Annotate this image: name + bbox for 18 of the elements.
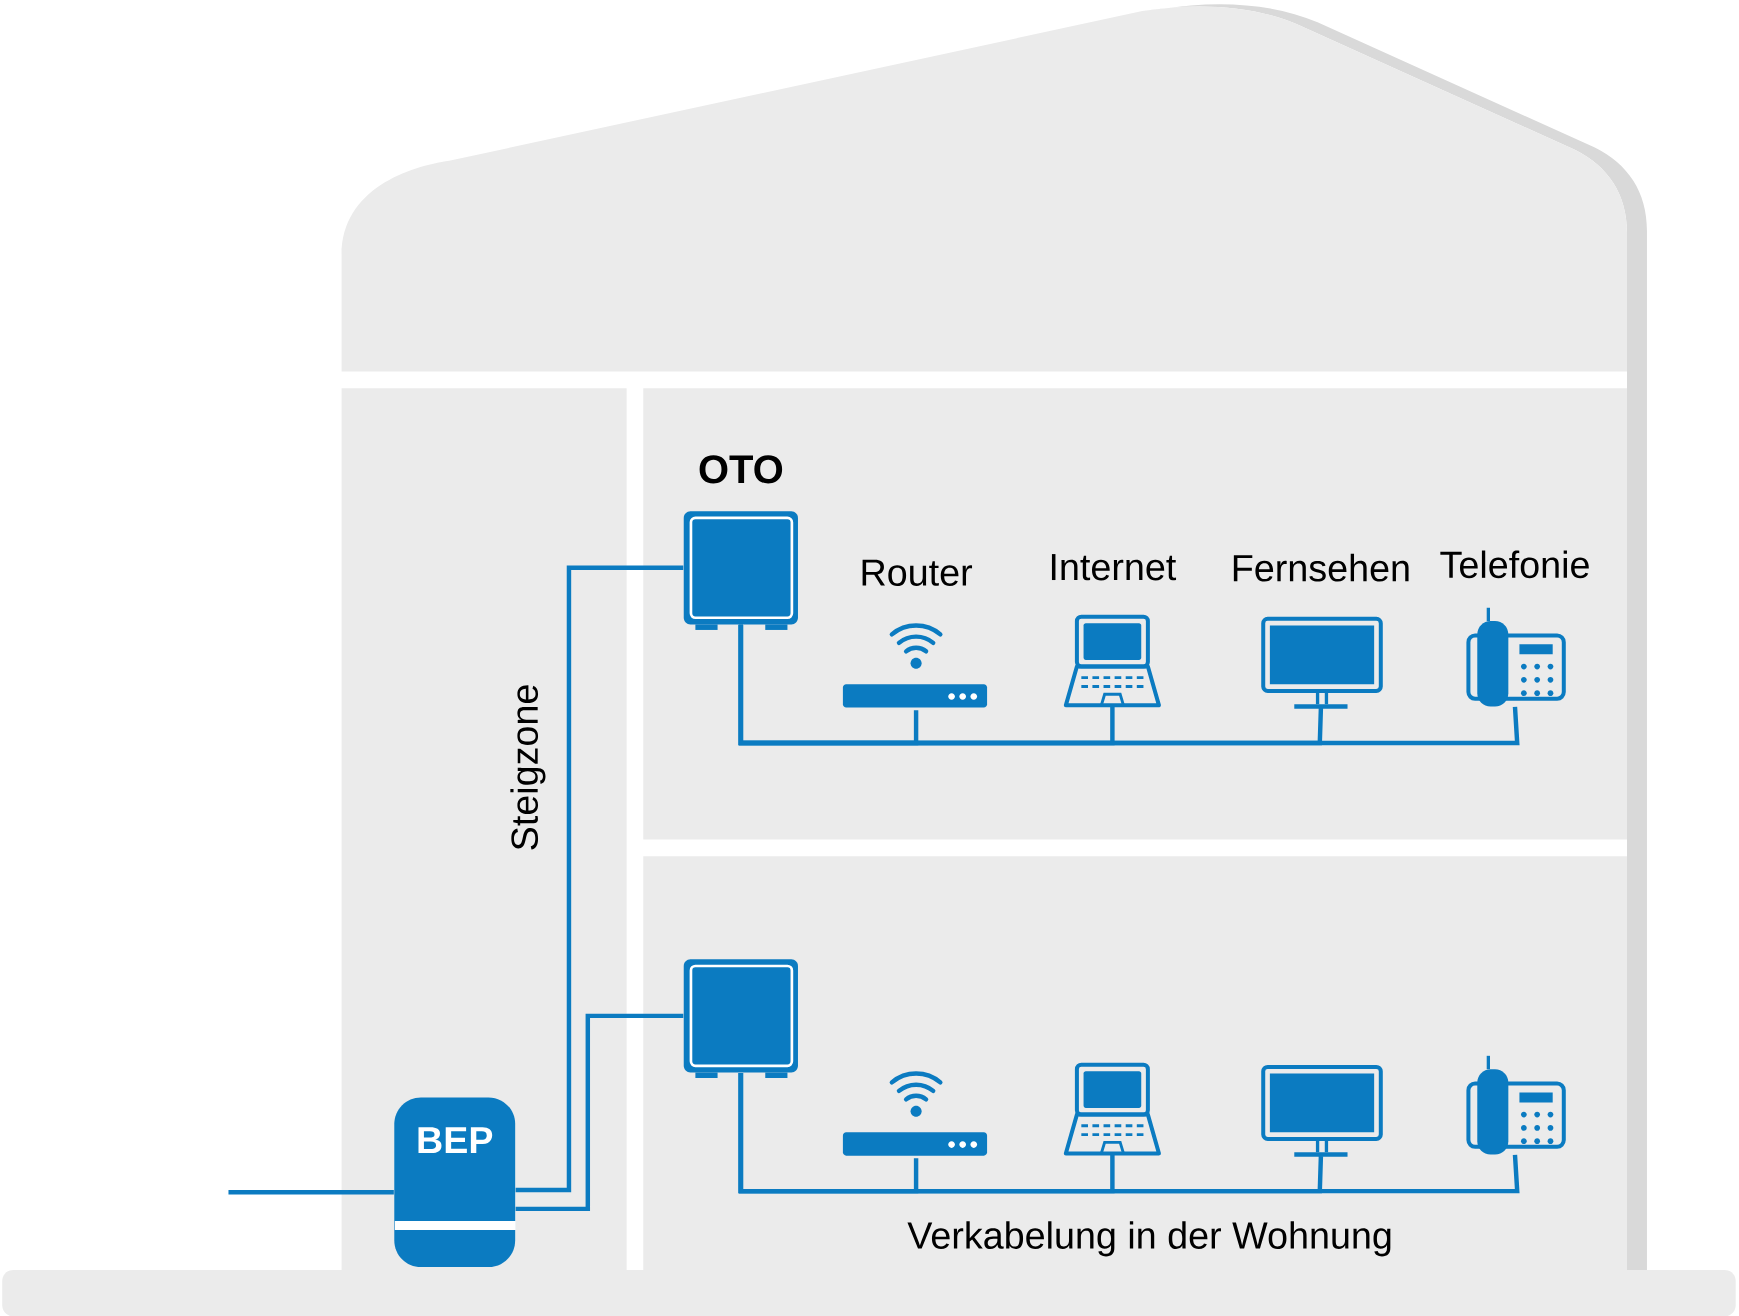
cable-line bbox=[515, 565, 684, 1192]
cable-line bbox=[515, 1013, 684, 1211]
router-icon bbox=[842, 1071, 988, 1156]
termination-box bbox=[683, 959, 798, 1078]
cable-line bbox=[738, 1072, 1520, 1194]
distribution-box: BEP bbox=[394, 1097, 516, 1267]
monitor-icon bbox=[1261, 1064, 1383, 1157]
laptop-icon bbox=[1063, 1062, 1161, 1156]
device-label: Fernsehen bbox=[1233, 553, 1409, 582]
cable-line bbox=[738, 624, 1520, 746]
device-label: Router bbox=[862, 559, 973, 586]
device-label: Telefonie bbox=[1440, 550, 1589, 578]
telephone-icon bbox=[1466, 1055, 1566, 1155]
device-label: Internet bbox=[1051, 553, 1177, 581]
box-heading: OTO bbox=[699, 454, 783, 484]
caption-text: Verkabelung in der Wohnung bbox=[907, 1221, 1391, 1257]
cable-line bbox=[228, 1189, 394, 1195]
riser-label: Steigzone bbox=[510, 685, 546, 850]
